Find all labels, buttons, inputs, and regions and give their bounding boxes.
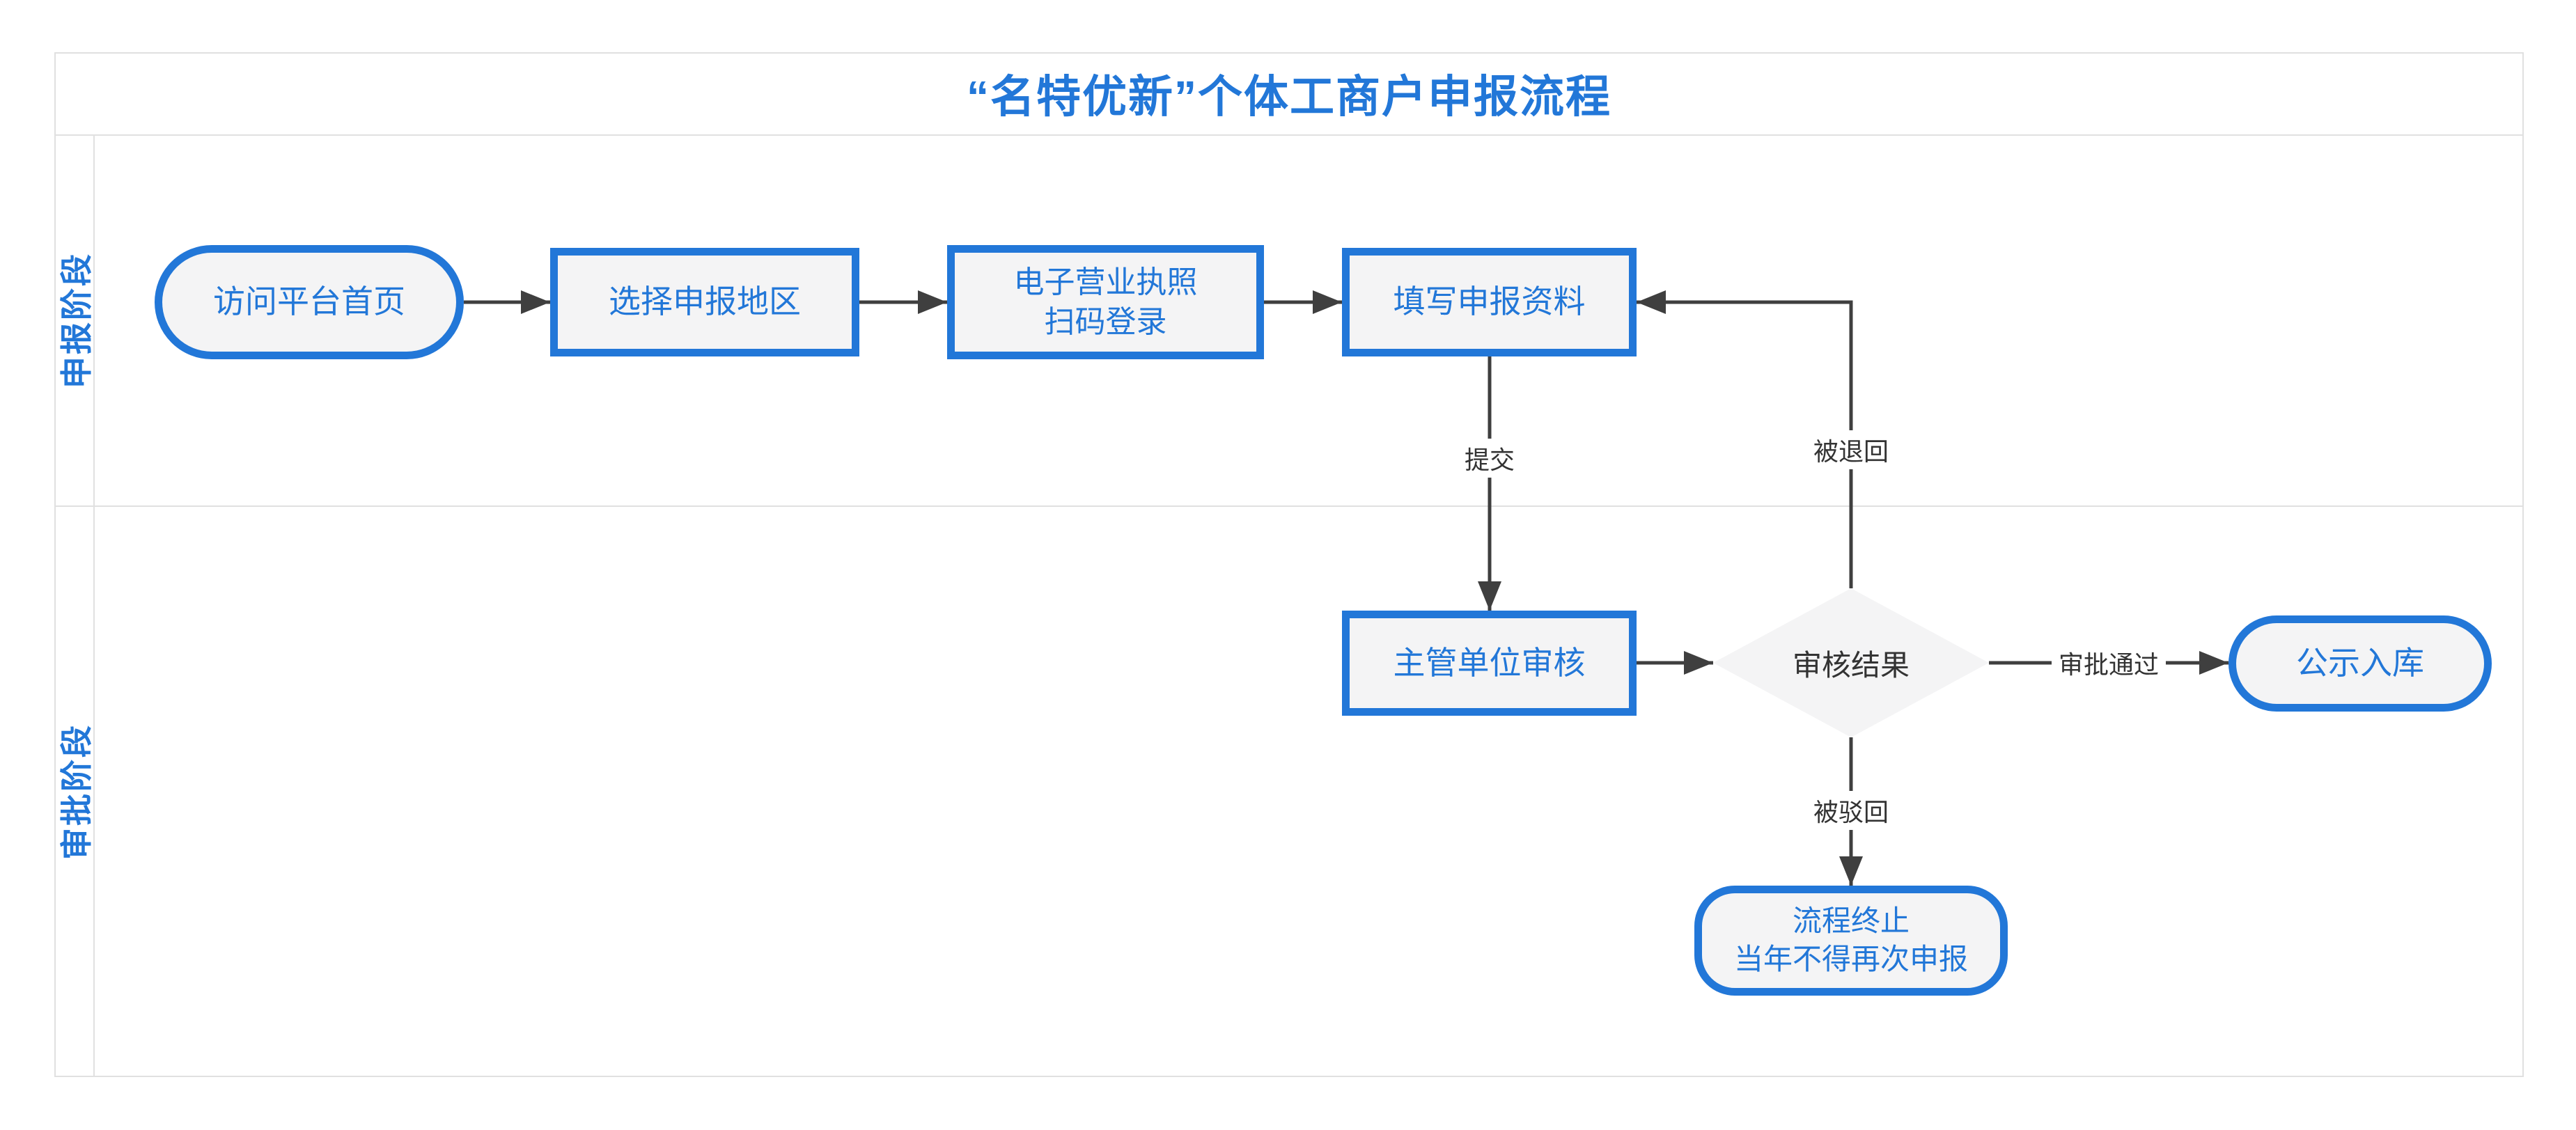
node-terminate-line2: 当年不得再次申报	[1733, 943, 1968, 975]
node-review-result-label: 审核结果	[1792, 648, 1910, 682]
edge-label-approved: 审批通过	[2051, 643, 2167, 682]
node-authority-review: 主管单位审核	[1342, 611, 1637, 716]
edge-returned	[1637, 290, 1853, 588]
node-publish-store-label: 公示入库	[2296, 645, 2424, 682]
diagram-frame	[54, 52, 2524, 1077]
node-license-login-line1: 电子营业执照	[1013, 265, 1198, 299]
node-terminate-line1: 流程终止	[1792, 904, 1910, 938]
title-divider-line	[56, 134, 2522, 136]
node-fill-materials-label: 填写申报资料	[1393, 283, 1586, 320]
node-select-region: 选择申报地区	[550, 248, 859, 356]
node-select-region-label: 选择申报地区	[609, 283, 801, 320]
node-authority-review-label: 主管单位审核	[1393, 644, 1586, 681]
node-license-login-line2: 扫码登录	[1044, 305, 1167, 339]
node-fill-materials: 填写申报资料	[1342, 248, 1637, 356]
edge-label-rejected: 被驳回	[1806, 791, 1896, 830]
node-publish-store: 公示入库	[2228, 615, 2492, 712]
edge-label-returned: 被退回	[1806, 430, 1896, 469]
page-title: “名特优新”个体工商户申报流程	[967, 72, 1611, 122]
node-terminate: 流程终止 当年不得再次申报	[1694, 886, 2008, 996]
node-visit-home-label: 访问平台首页	[213, 283, 405, 320]
edge-label-submit: 提交	[1457, 439, 1522, 478]
lane-label-column-divider	[93, 136, 95, 1076]
node-license-login: 电子营业执照 扫码登录	[947, 245, 1264, 359]
lane-divider-line	[56, 505, 2522, 507]
node-visit-home: 访问平台首页	[155, 245, 464, 359]
